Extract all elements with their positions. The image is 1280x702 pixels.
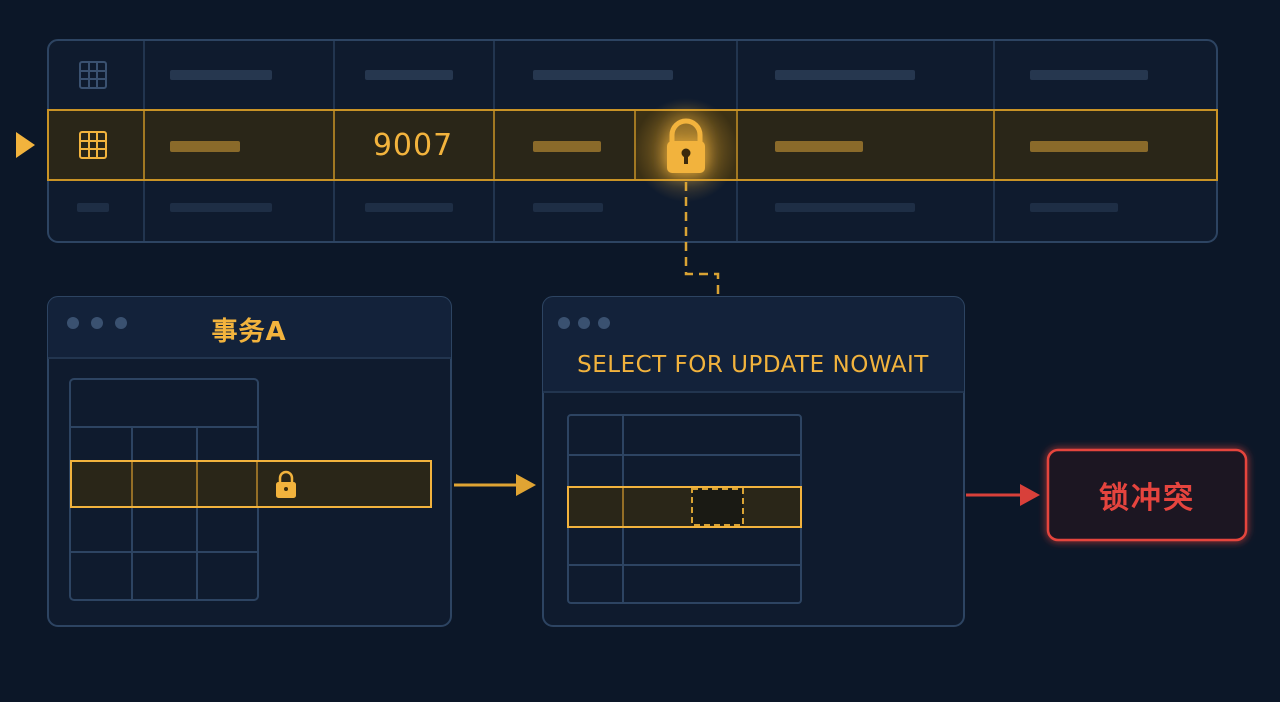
- transaction-b-panel: [542, 296, 965, 627]
- txb-target-row: [567, 486, 802, 528]
- padlock-icon: [276, 470, 296, 498]
- arrow-right-icon: [454, 474, 536, 496]
- window-dots-icon: [558, 317, 610, 329]
- txa-locked-row: [70, 460, 432, 508]
- lock-conflict-box: [1046, 448, 1248, 542]
- arrow-right-icon: [966, 484, 1040, 506]
- transaction-a-title: 事务A: [211, 316, 287, 347]
- txb-blocked-cell: [691, 488, 744, 526]
- padlock-icon: [667, 118, 705, 173]
- window-dots-icon: [67, 317, 127, 329]
- locked-row: [47, 98, 1218, 202]
- transaction-a-panel: [47, 296, 452, 627]
- table-grid-icon: [79, 131, 107, 159]
- lock-conflict-label: 锁冲突: [1099, 481, 1195, 516]
- table-grid-icon: [79, 61, 107, 89]
- header-row: [79, 61, 1148, 89]
- row-id-label: 9007: [372, 127, 454, 163]
- bottom-row: [77, 203, 1118, 212]
- triangle-right-icon: [16, 132, 35, 158]
- transaction-b-query: SELECT FOR UPDATE NOWAIT: [577, 352, 929, 378]
- top-table: [47, 39, 1218, 243]
